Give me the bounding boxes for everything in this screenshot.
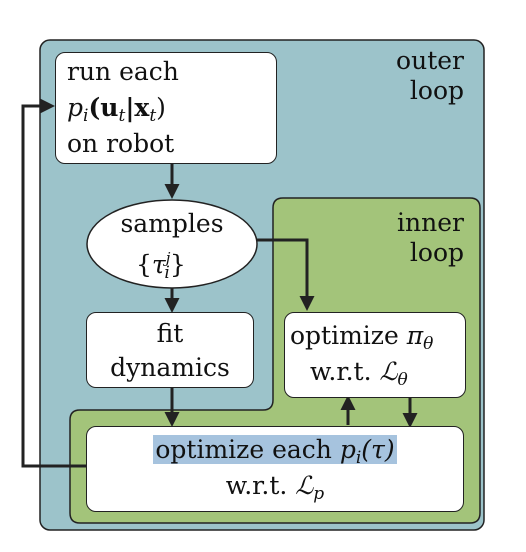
optimize-p-arg: (τ) bbox=[361, 435, 395, 464]
optimize-pi-line1: optimize πθ bbox=[290, 320, 433, 360]
run-box-line1: run each bbox=[67, 57, 179, 86]
optimize-p-line1: optimize each pi(τ) bbox=[86, 434, 464, 474]
optimize-pi-sym: π bbox=[406, 321, 424, 350]
optimize-p-text: optimize each bbox=[155, 435, 332, 464]
optimize-pi-sub: θ bbox=[423, 334, 434, 354]
run-box-func: p bbox=[67, 93, 84, 122]
inner-loop-label-line2: loop bbox=[409, 238, 464, 267]
optimize-p-loss: ℒ bbox=[295, 471, 314, 500]
outer-loop-label-line2: loop bbox=[409, 76, 464, 105]
arrow-samples-to-optimize-pi bbox=[257, 238, 315, 311]
optimize-p-sub: i bbox=[355, 448, 362, 468]
fit-line1: fit bbox=[156, 319, 184, 348]
fit-dynamics-box bbox=[86, 312, 254, 388]
optimize-p-highlight: optimize each pi(τ) bbox=[153, 435, 397, 468]
run-box-func-sub: i bbox=[83, 106, 89, 126]
samples-tau: τ bbox=[151, 250, 166, 279]
run-box-sub3: t bbox=[149, 106, 157, 126]
optimize-pi-loss-sub: θ bbox=[397, 370, 408, 390]
optimize-p-wrt: w.r.t. bbox=[225, 471, 288, 500]
outer-loop-label-line1: outer bbox=[396, 46, 464, 75]
run-box-line2: pi(ut|xt) bbox=[67, 92, 166, 132]
samples-open-brace: { bbox=[136, 250, 152, 279]
optimize-p-sym: p bbox=[339, 435, 356, 464]
run-box-mid: |x bbox=[125, 93, 150, 122]
optimize-p-line2: w.r.t. ℒp bbox=[86, 470, 464, 510]
run-box-args: (u bbox=[88, 93, 119, 122]
run-box-sub2: t bbox=[118, 106, 126, 126]
samples-sup: j bbox=[165, 249, 171, 267]
arrow-feedback-loop bbox=[21, 98, 86, 468]
optimize-pi-loss: ℒ bbox=[379, 357, 398, 386]
optimize-pi-box bbox=[284, 312, 466, 398]
samples-sub: i bbox=[164, 263, 170, 283]
optimize-pi-wrt: w.r.t. bbox=[310, 357, 372, 386]
outer-loop-label: outer loop bbox=[370, 46, 464, 106]
optimize-pi-text: optimize bbox=[290, 321, 399, 350]
samples-line1: samples bbox=[120, 209, 224, 238]
run-box-end: ) bbox=[156, 93, 166, 122]
samples-line2: {τji} bbox=[136, 242, 186, 289]
samples-close-brace: } bbox=[169, 250, 186, 279]
inner-loop-label: inner loop bbox=[370, 208, 464, 268]
run-box-line3: on robot bbox=[67, 129, 175, 158]
optimize-pi-line2: w.r.t. ℒθ bbox=[310, 356, 408, 396]
run-policy-box bbox=[55, 52, 277, 164]
inner-loop-label-line1: inner bbox=[397, 208, 464, 237]
optimize-p-loss-sub: p bbox=[313, 484, 325, 504]
fit-line2: dynamics bbox=[110, 353, 230, 382]
